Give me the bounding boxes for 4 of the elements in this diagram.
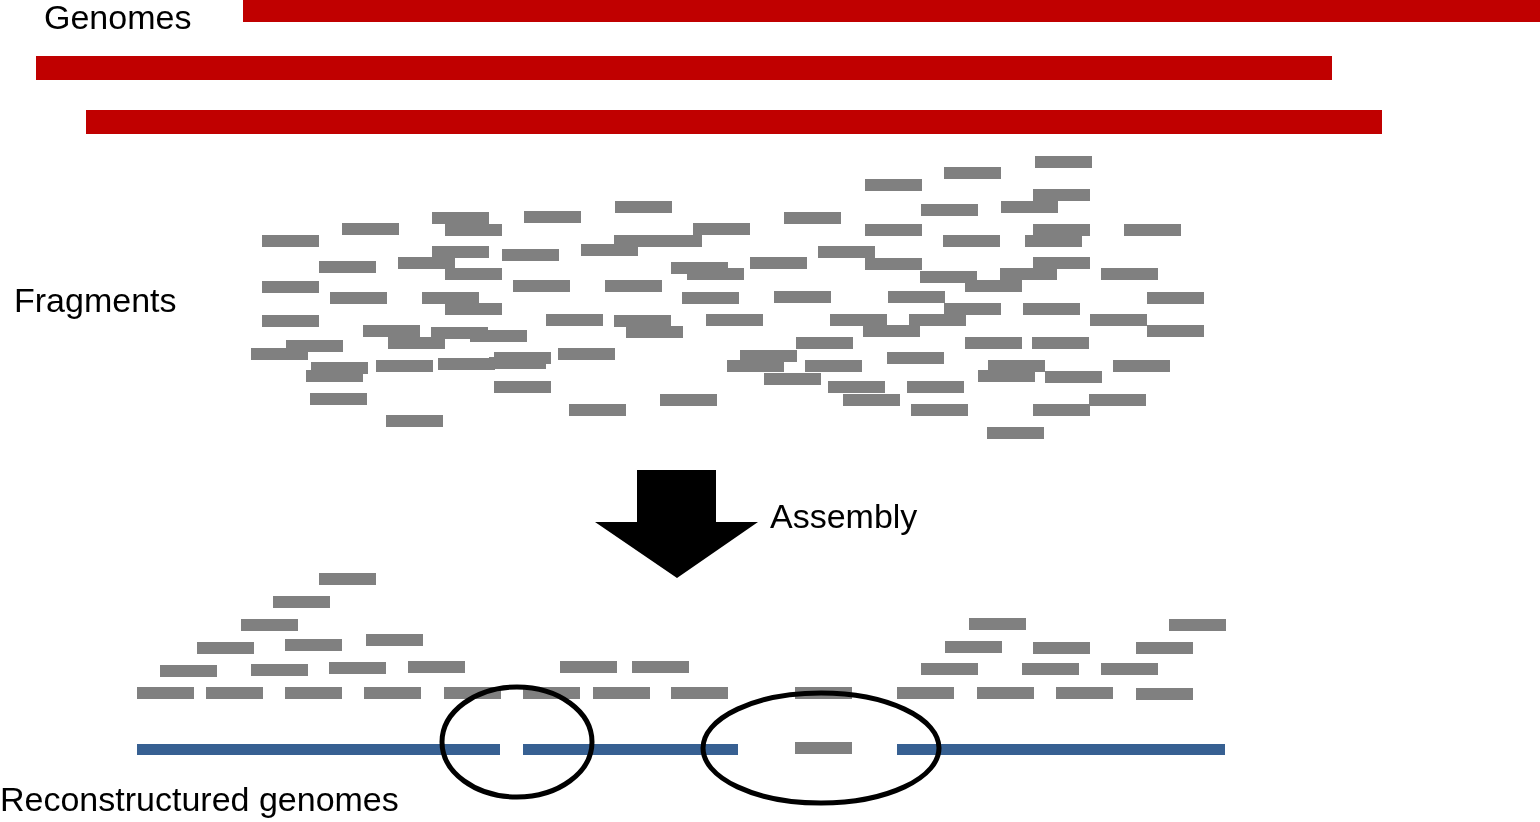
label: Reconstructured genomes [0,780,399,818]
label: Genomes [44,0,192,36]
label: Assembly [770,497,918,535]
label: Fragments [14,281,177,319]
